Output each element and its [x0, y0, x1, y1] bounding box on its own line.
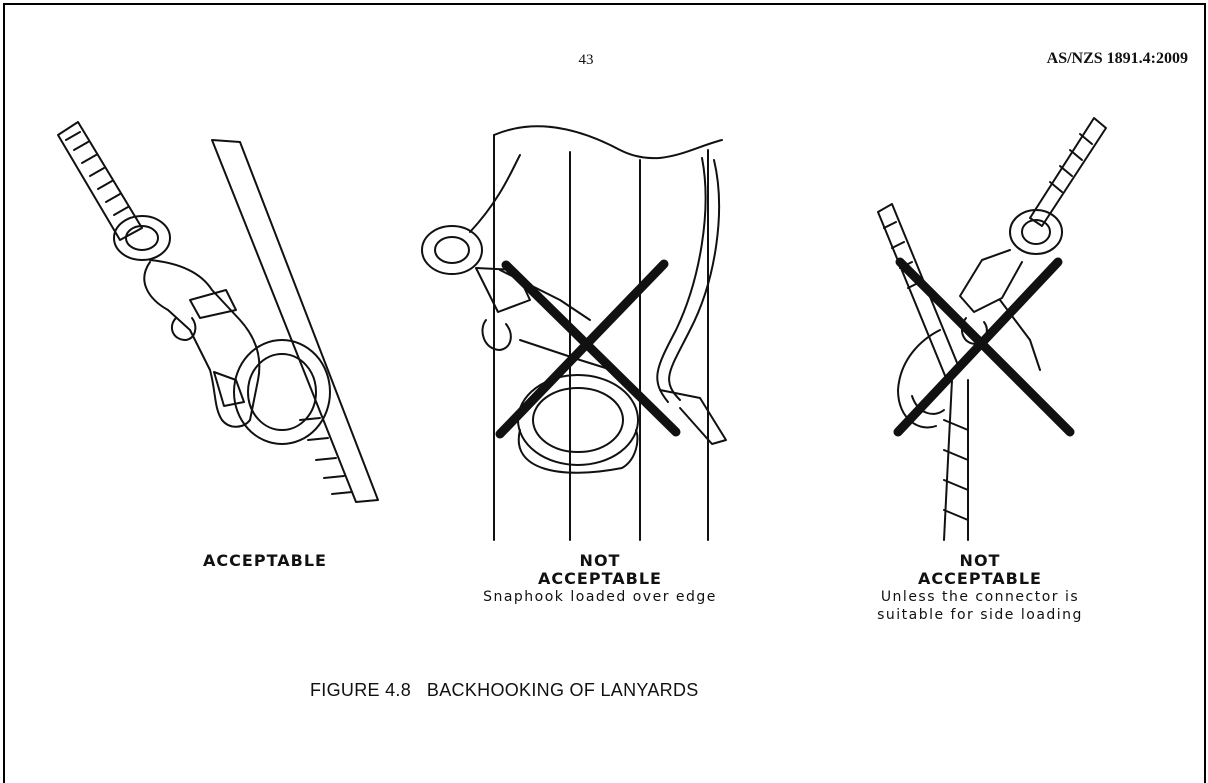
caption-over-edge-note: Snaphook loaded over edge — [430, 588, 770, 606]
caption-side-loading-label-line2: ACCEPTABLE — [830, 570, 1130, 588]
cross-mark-icon — [500, 264, 676, 434]
caption-acceptable: ACCEPTABLE — [150, 552, 380, 570]
snaphook-over-edge-illustration — [422, 126, 726, 540]
snaphook-side-loading-illustration — [878, 118, 1106, 540]
caption-acceptable-label: ACCEPTABLE — [150, 552, 380, 570]
caption-over-edge-label: NOT — [430, 552, 770, 570]
caption-over-edge: NOT ACCEPTABLE Snaphook loaded over edge — [430, 552, 770, 606]
caption-side-loading-note-line1: Unless the connector is — [830, 588, 1130, 606]
caption-side-loading-note-line2: suitable for side loading — [830, 606, 1130, 624]
caption-side-loading-label: NOT — [830, 552, 1130, 570]
caption-side-loading: NOT ACCEPTABLE Unless the connector is s… — [830, 552, 1130, 624]
figure-title: FIGURE 4.8 BACKHOOKING OF LANYARDS — [310, 680, 699, 701]
caption-over-edge-label-line2: ACCEPTABLE — [430, 570, 770, 588]
snaphook-acceptable-illustration — [58, 122, 378, 502]
